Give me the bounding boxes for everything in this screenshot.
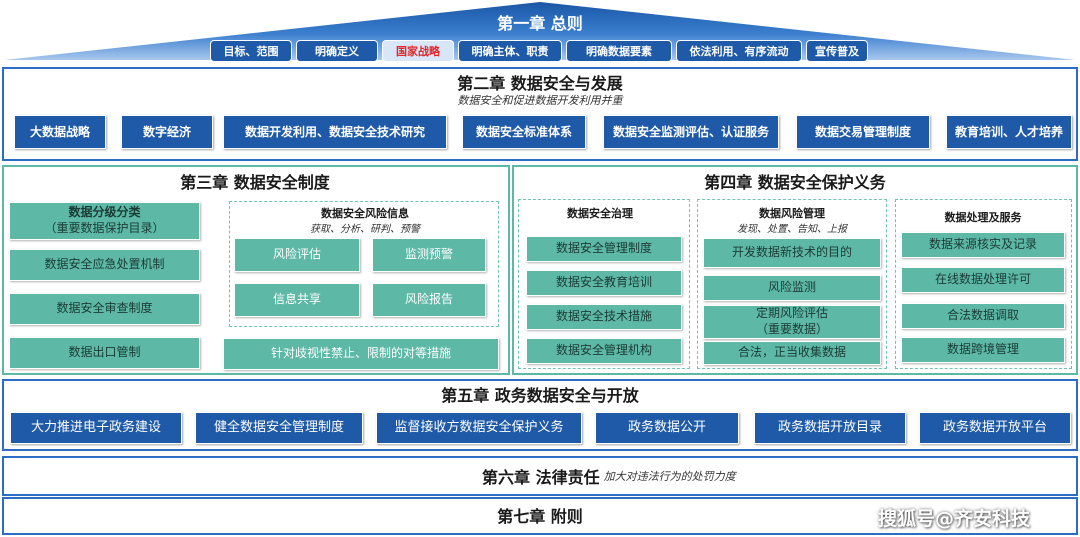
ch4-mgmt-system: 数据安全管理制度: [526, 236, 682, 262]
chapter-2-title: 第二章 数据安全与发展: [457, 74, 623, 93]
ch4-periodic-assessment: 定期风险评估 （重要数据）: [703, 305, 881, 339]
chapter-4-title: 第四章 数据安全保护义务: [704, 173, 886, 192]
ch4-mgmt-agency: 数据安全管理机构: [526, 338, 682, 364]
ch5-open-catalog: 政务数据开放目录: [754, 412, 906, 444]
ch2-item-big-data-strategy: 大数据战略: [14, 115, 106, 149]
ch4-risk-mgmt-group: [697, 199, 887, 369]
chapter-6-subtitle: 加大对违法行为的处罚力度: [603, 470, 736, 483]
ch3-export-control: 数据出口管制: [9, 337, 200, 369]
chapter-5-panel: [2, 379, 1078, 451]
ch5-e-government: 大力推进电子政务建设: [10, 412, 182, 444]
ch4-processing-group: [895, 199, 1072, 369]
ch2-item-standards: 数据安全标准体系: [462, 115, 586, 149]
ch3-risk-assessment: 风险评估: [234, 238, 360, 272]
watermark: 搜狐号@齐安科技: [878, 508, 1031, 530]
ch3-risk-report: 风险报告: [372, 283, 486, 317]
ch3-classification: 数据分级分类 （重要数据保护目录）: [9, 202, 200, 240]
ch5-mgmt-system: 健全数据安全管理制度: [195, 412, 363, 444]
chapter-1-roof: 第一章 总则 目标、范围 明确定义 国家战略 明确主体、职责 明确数据要素 依法…: [0, 0, 1080, 64]
ch3-reciprocal-measures: 针对歧视性禁止、限制的对等措施: [223, 338, 499, 370]
chapter-6-panel: [2, 456, 1078, 496]
chapter-1-title: 第一章 总则: [497, 14, 583, 33]
ch4-source-verification: 数据来源核实及记录: [901, 232, 1065, 258]
chapter-2-subtitle: 数据安全和促进数据开发利用并重: [457, 94, 623, 107]
chapter-3-title: 第三章 数据安全制度: [180, 173, 330, 192]
ch4-governance-title: 数据安全治理: [567, 207, 633, 220]
ch5-data-disclosure: 政务数据公开: [595, 412, 739, 444]
tab-subjects-duties: 明确主体、职责: [458, 40, 562, 62]
tab-national-strategy: 国家战略: [382, 40, 454, 62]
ch2-item-monitoring-certification: 数据安全监测评估、认证服务: [603, 115, 779, 149]
ch4-important-data-label: （重要数据）: [755, 322, 828, 336]
ch5-open-platform: 政务数据开放平台: [919, 412, 1071, 444]
tab-goal-scope: 目标、范围: [210, 40, 292, 62]
ch4-technical-measures: 数据安全技术措施: [526, 304, 682, 330]
ch4-education-training: 数据安全教育培训: [526, 270, 682, 296]
ch2-item-education-talent: 教育培训、人才培养: [946, 115, 1072, 149]
tab-data-elements: 明确数据要素: [566, 40, 672, 62]
ch5-recipient-obligation: 监督接收方数据安全保护义务: [376, 412, 582, 444]
chapter-6-title-row: 第六章 法律责任 加大对违法行为的处罚力度: [482, 465, 802, 487]
ch2-item-digital-economy: 数字经济: [121, 115, 213, 149]
ch4-risk-mgmt-title: 数据风险管理: [759, 207, 825, 220]
chapter-5-title: 第五章 政务数据安全与开放: [441, 386, 639, 405]
ch3-risk-info-sub: 获取、分析、研判、预警: [310, 223, 420, 235]
ch3-security-review: 数据安全审查制度: [9, 293, 200, 325]
ch4-lawful-retrieval: 合法数据调取: [901, 303, 1065, 329]
ch3-monitoring-warning: 监测预警: [372, 238, 486, 272]
ch4-online-license: 在线数据处理许可: [901, 267, 1065, 293]
ch3-classification-sub: （重要数据保护目录）: [44, 221, 165, 235]
ch4-risk-monitoring: 风险监测: [703, 275, 881, 301]
ch2-item-data-dev-research: 数据开发利用、数据安全技术研究: [223, 115, 447, 149]
chapter-7-panel: [2, 497, 1078, 535]
ch4-risk-mgmt-sub: 发现、处置、告知、上报: [737, 223, 847, 235]
ch4-cross-border: 数据跨境管理: [901, 337, 1065, 363]
ch4-new-tech-purpose: 开发数据新技术的目的: [703, 238, 881, 268]
ch3-info-sharing: 信息共享: [234, 283, 360, 317]
ch4-processing-title: 数据处理及服务: [944, 211, 1022, 224]
ch3-risk-info-title: 数据安全风险信息: [321, 207, 409, 220]
chapter-4-panel: [512, 165, 1078, 375]
chapter-2-panel: [2, 67, 1078, 161]
chapter-7-title: 第七章 附则: [497, 507, 583, 526]
ch4-governance-group: [518, 199, 690, 369]
ch3-emergency-response: 数据安全应急处置机制: [9, 249, 200, 281]
ch3-risk-info-group: [229, 201, 499, 327]
ch3-classification-title: 数据分级分类: [68, 205, 141, 220]
ch4-periodic-assessment-label: 定期风险评估: [755, 306, 828, 321]
ch4-lawful-collection: 合法，正当收集数据: [703, 341, 881, 365]
chapter-3-panel: [2, 165, 510, 375]
tab-publicity: 宣传普及: [806, 40, 868, 62]
chapter-6-title: 第六章 法律责任: [482, 468, 600, 487]
tab-definitions: 明确定义: [296, 40, 378, 62]
ch2-item-trading-system: 数据交易管理制度: [796, 115, 930, 149]
tab-lawful-use: 依法利用、有序流动: [676, 40, 802, 62]
